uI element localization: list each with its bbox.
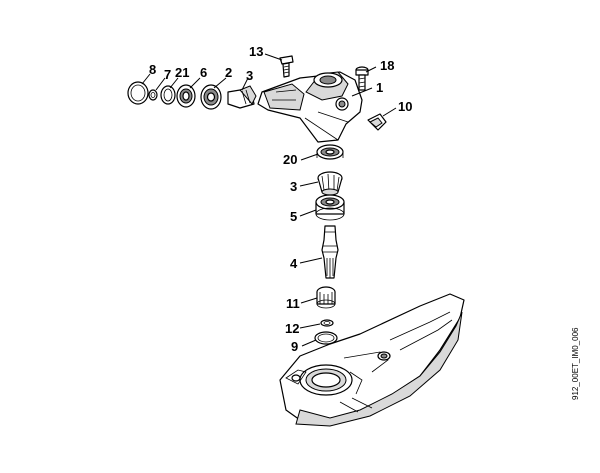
bearing-6-part — [176, 84, 196, 108]
leader-lines — [141, 53, 397, 347]
callout-18: 18 — [380, 58, 394, 73]
lower-gear-case-part — [279, 293, 465, 427]
callout-7: 7 — [164, 67, 171, 82]
callout-11: 11 — [286, 296, 300, 311]
callout-21: 21 — [175, 65, 189, 80]
callout-8: 8 — [149, 62, 156, 77]
callout-9: 9 — [291, 339, 298, 354]
screw-13-part — [279, 55, 294, 78]
callout-20: 20 — [283, 152, 297, 167]
circlip-8-part — [127, 81, 149, 105]
bearing-2-part — [200, 84, 222, 110]
ring-12-part — [320, 319, 334, 327]
screw-18-part — [355, 66, 369, 91]
bearing-20-part — [316, 144, 344, 160]
callout-5: 5 — [290, 209, 297, 224]
pinion-11-part — [316, 286, 336, 309]
screw-10-part — [367, 113, 387, 131]
callout-13: 13 — [249, 44, 263, 59]
callout-6: 6 — [200, 65, 207, 80]
callout-3a: 3 — [246, 68, 253, 83]
callout-3b: 3 — [290, 179, 297, 194]
callout-10: 10 — [398, 99, 412, 114]
callouts: 13 18 1 10 8 7 21 6 2 3 20 3 5 4 11 12 9 — [149, 44, 412, 354]
reference-code: 912_00ET_IM0_006 — [571, 327, 580, 401]
callout-1: 1 — [376, 80, 383, 95]
callout-4: 4 — [290, 256, 298, 271]
washer-7-part — [148, 89, 158, 101]
callout-12: 12 — [285, 321, 299, 336]
gear-housing-part — [257, 71, 363, 143]
callout-2: 2 — [225, 65, 232, 80]
bevel-gear-3a-part — [227, 85, 257, 109]
circlip-9-part — [314, 331, 338, 345]
shaft-4-part — [321, 225, 339, 279]
ring-21-part — [160, 85, 176, 105]
bearing-5-part — [315, 194, 345, 221]
bevel-gear-3b-part — [317, 171, 343, 196]
